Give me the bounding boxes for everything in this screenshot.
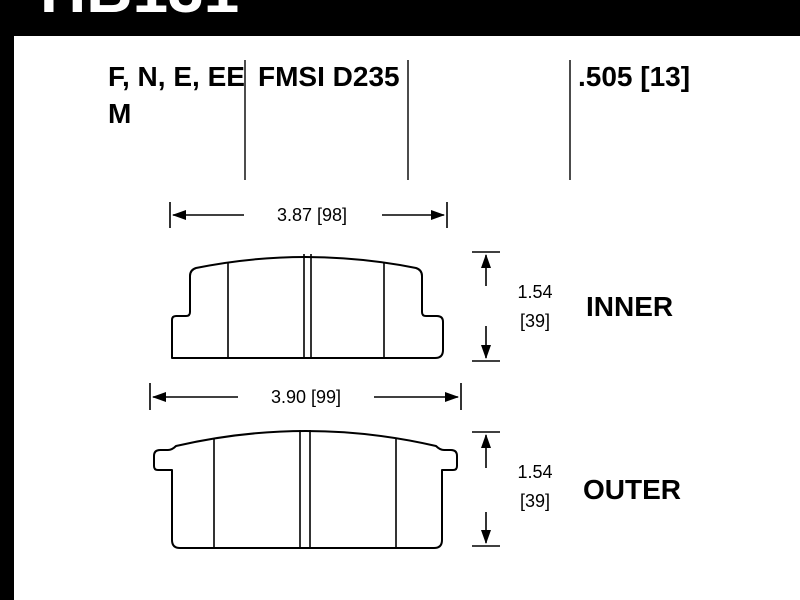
inner-height-in: 1.54	[517, 282, 552, 302]
part-number: HB131	[40, 0, 239, 22]
inner-width-label: 3.87 [98]	[277, 205, 347, 225]
inner-height-mm: [39]	[520, 311, 550, 331]
inner-pad	[171, 254, 444, 359]
outer-label: OUTER	[583, 474, 681, 505]
outer-width-dimension: 3.90 [99]	[149, 383, 462, 410]
compound-codes-line2: M	[108, 98, 131, 129]
pad-thickness: .505 [13]	[578, 61, 690, 92]
compound-codes: F, N, E, EE	[108, 61, 245, 92]
outer-height-mm: [39]	[520, 491, 550, 511]
inner-width-dimension: 3.87 [98]	[169, 202, 448, 228]
outer-pad	[153, 430, 458, 549]
inner-label: INNER	[586, 291, 673, 322]
outer-width-label: 3.90 [99]	[271, 387, 341, 407]
outer-height-dimension: 1.54 [39]	[472, 431, 553, 547]
outer-height-in: 1.54	[517, 462, 552, 482]
inner-height-dimension: 1.54 [39]	[472, 251, 553, 362]
fmsi-number: FMSI D235	[258, 61, 400, 92]
